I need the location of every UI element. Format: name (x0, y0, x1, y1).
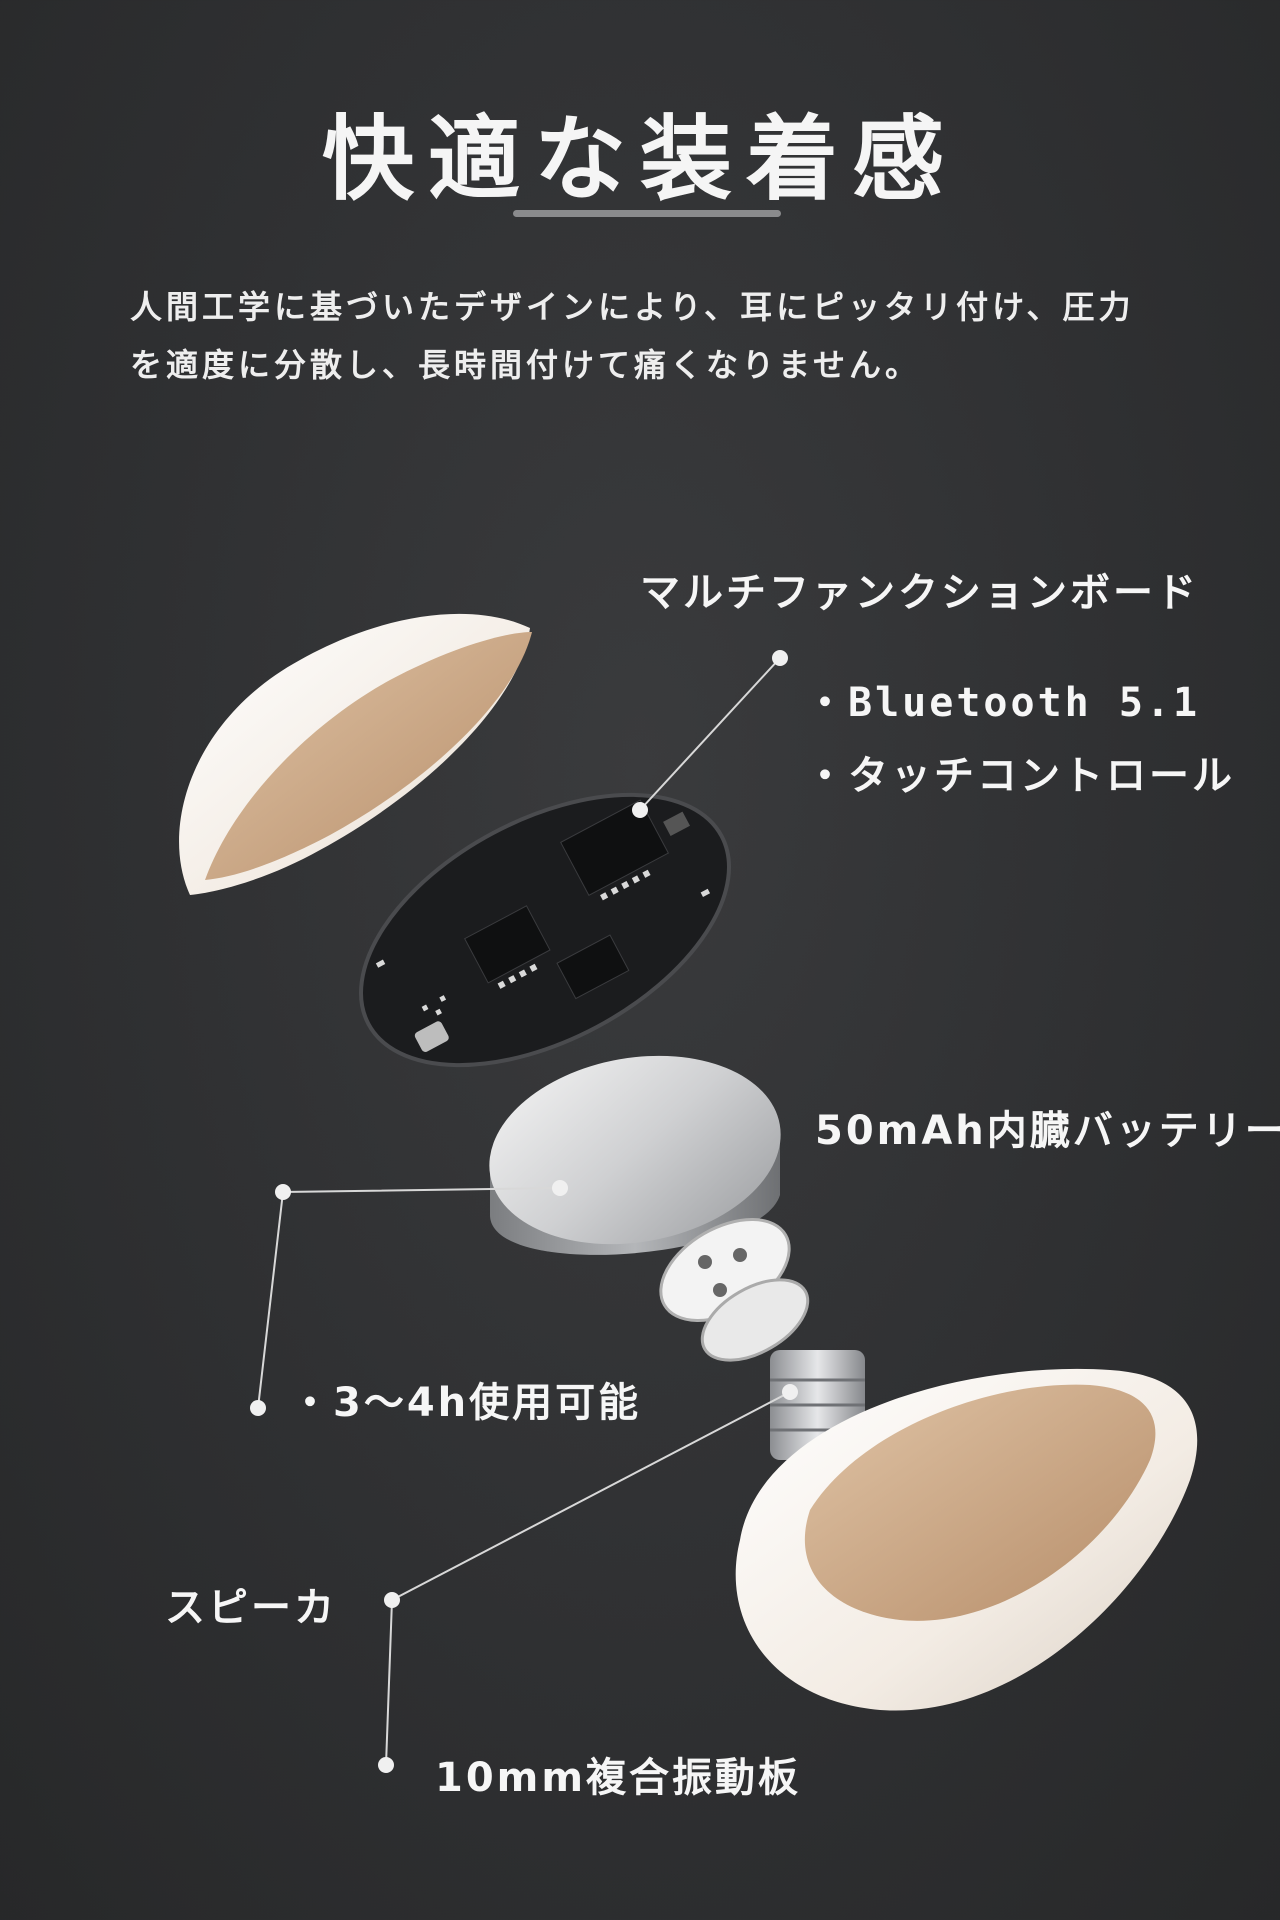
battery-cell (489, 1055, 781, 1255)
title-underline (513, 210, 781, 217)
battery-label: 50mAh内臓バッテリー (815, 1108, 1280, 1154)
bottom-shell (735, 1368, 1198, 1711)
description-line-1: 人間工学に基づいたデザインにより、耳にピッタリ付け、圧力 (130, 288, 1135, 326)
usage-time-feature: ・3～4h使用可能 (290, 1380, 642, 1426)
circuit-board (359, 792, 731, 1068)
callout-dots (250, 650, 798, 1773)
driver-feature: 10mm複合振動板 (435, 1755, 802, 1801)
board-label: マルチファンクションボード (640, 570, 1199, 616)
page-title: 快適な装着感 (321, 106, 958, 213)
top-shell (179, 613, 532, 895)
description-line-2: を適度に分散し、長時間付けて痛くなりません。 (130, 346, 922, 384)
speaker-label: スピーカ (165, 1585, 337, 1631)
touch-control-feature: ・タッチコントロール (805, 753, 1235, 799)
bluetooth-feature: ・Bluetooth 5.1 (805, 680, 1201, 726)
